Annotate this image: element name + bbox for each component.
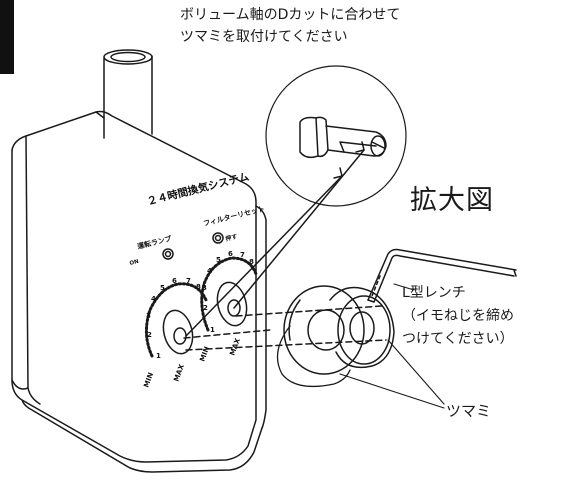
device-title: ２４時間換気システム: [146, 170, 251, 208]
dial-number: 3: [202, 284, 207, 292]
edge-marker-bar: [0, 0, 14, 74]
dial-number: 8: [249, 258, 254, 266]
box-side-edge: [25, 135, 41, 405]
device-box: [11, 49, 267, 473]
leader-lines: [339, 283, 445, 409]
knob-2: [329, 286, 395, 369]
indicator-lamp: [162, 248, 174, 260]
dial-number: 3: [146, 312, 151, 320]
magnified-circle: [265, 65, 407, 207]
reset-button[interactable]: [212, 232, 224, 244]
top-pipe: [103, 55, 153, 139]
dial-number: 2: [203, 304, 208, 312]
wrench-caption: L型レンチ （イモねじを締め つけてください）: [402, 282, 514, 351]
knob-1: [276, 285, 365, 388]
dial-number: 8: [196, 283, 201, 291]
dial-number: 4: [207, 267, 212, 275]
dial-number: 4: [151, 295, 156, 303]
magnified-view: [265, 65, 407, 207]
magnified-view-label: 拡大図: [410, 185, 494, 216]
device-face-text: ２４時間換気システム 運転ランプ フィルターリセット ON 押す: [129, 170, 265, 267]
l-wrench: [367, 248, 517, 303]
pointer-arrows: [185, 141, 365, 337]
instruction-line-2: ツマミを取付けてください: [180, 29, 348, 45]
wrench-line-2: （イモねじを締め: [402, 308, 514, 324]
dial-number: 5: [160, 284, 165, 292]
dial-number: 2: [147, 331, 152, 339]
dial-number: 1: [210, 326, 215, 334]
reset-push-label: 押す: [225, 232, 239, 243]
top-pipe-rim: [103, 49, 153, 65]
dial-number: 1: [156, 352, 161, 360]
box-top-face: [11, 110, 257, 207]
dial-number: 6: [172, 277, 177, 285]
dial-number: 7: [240, 251, 245, 259]
right-dial-numbers: 1 2 3 4 5 6 7 8 MIN MAX: [198, 250, 254, 363]
dial-number: 6: [228, 250, 233, 258]
instruction-caption: ボリューム軸のDカットに合わせて ツマミを取付けてください: [180, 4, 400, 48]
knob-label: ツマミ: [446, 402, 492, 420]
wrench-line-3: つけてください）: [402, 331, 514, 347]
dial-number: 5: [216, 256, 221, 264]
dial-end-min: MIN: [198, 345, 211, 362]
right-dial: [200, 256, 258, 332]
dial-number: 7: [186, 277, 191, 285]
instruction-line-1: ボリューム軸のDカットに合わせて: [180, 7, 401, 23]
switch-on-label: ON: [129, 259, 140, 267]
dial-end-min: MIN: [142, 371, 155, 388]
left-dial: [145, 282, 208, 358]
assembly-axis-lines: [183, 305, 387, 351]
box-front-face: [11, 149, 257, 463]
dial-end-max: MAX: [172, 363, 186, 383]
wrench-line-1: L型レンチ: [402, 285, 466, 301]
